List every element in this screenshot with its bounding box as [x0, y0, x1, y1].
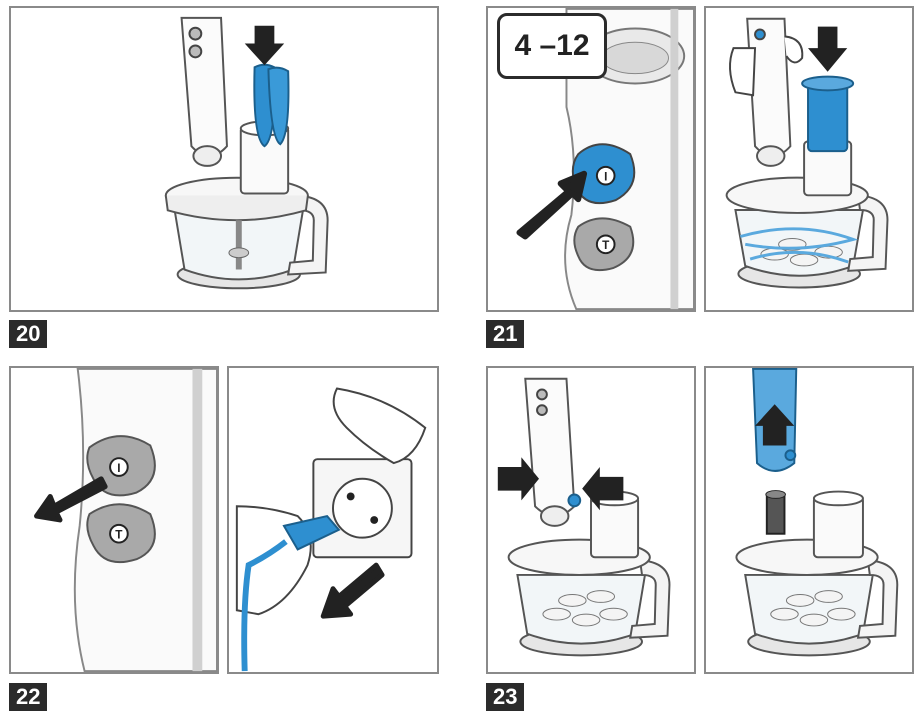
step-22-label: 22 — [9, 683, 48, 711]
step-23-detach-illustration — [497, 377, 671, 657]
button-i-icon — [754, 28, 766, 41]
arrow-squeeze-left-icon — [497, 457, 540, 501]
hand — [729, 47, 757, 97]
arrow-down-icon — [808, 26, 848, 72]
step-23-right-panel — [704, 366, 914, 674]
step-22-left-panel: I T — [9, 366, 219, 674]
step-22-unplug-illustration — [235, 387, 427, 672]
step-23-left-panel — [486, 366, 696, 674]
step-20-label: 20 — [9, 320, 48, 348]
arrow-pull-icon — [320, 562, 385, 619]
step-23-label: 23 — [486, 683, 525, 711]
button-i-glyph: I — [117, 462, 120, 475]
hand — [332, 387, 427, 465]
step-21-label: 21 — [486, 320, 525, 348]
step-23-lift-illustration — [735, 368, 899, 657]
plug — [282, 514, 341, 551]
button-i-glyph: I — [604, 171, 607, 184]
speed-setting-label: 4 –12 — [497, 13, 607, 79]
step-20-panel — [9, 6, 439, 312]
arrow-press-icon — [516, 170, 588, 240]
motion-swirl — [739, 227, 859, 250]
step-21-right-panel — [704, 6, 914, 312]
step-21-speed-illustration: I T — [516, 8, 694, 310]
step-20-illustration — [164, 16, 329, 290]
release-button — [567, 493, 582, 508]
motor-unit — [180, 16, 228, 158]
step-22-right-panel — [227, 366, 439, 674]
button-t-icon — [188, 44, 203, 59]
power-cord — [241, 539, 288, 672]
button-t-glyph: T — [602, 239, 610, 252]
arrow-down-icon — [244, 25, 285, 66]
drive-shaft — [765, 493, 786, 535]
button-t-glyph: T — [115, 529, 123, 542]
arrow-up-icon — [755, 404, 795, 446]
bowl-handle — [286, 194, 329, 276]
step-22-release-illustration: I T — [34, 368, 217, 672]
arrow-release-icon — [34, 476, 108, 523]
arrow-squeeze-right-icon — [582, 467, 624, 511]
food-pusher — [807, 81, 849, 153]
step-21-processing-illustration — [725, 17, 889, 289]
button-i-icon — [188, 26, 203, 41]
